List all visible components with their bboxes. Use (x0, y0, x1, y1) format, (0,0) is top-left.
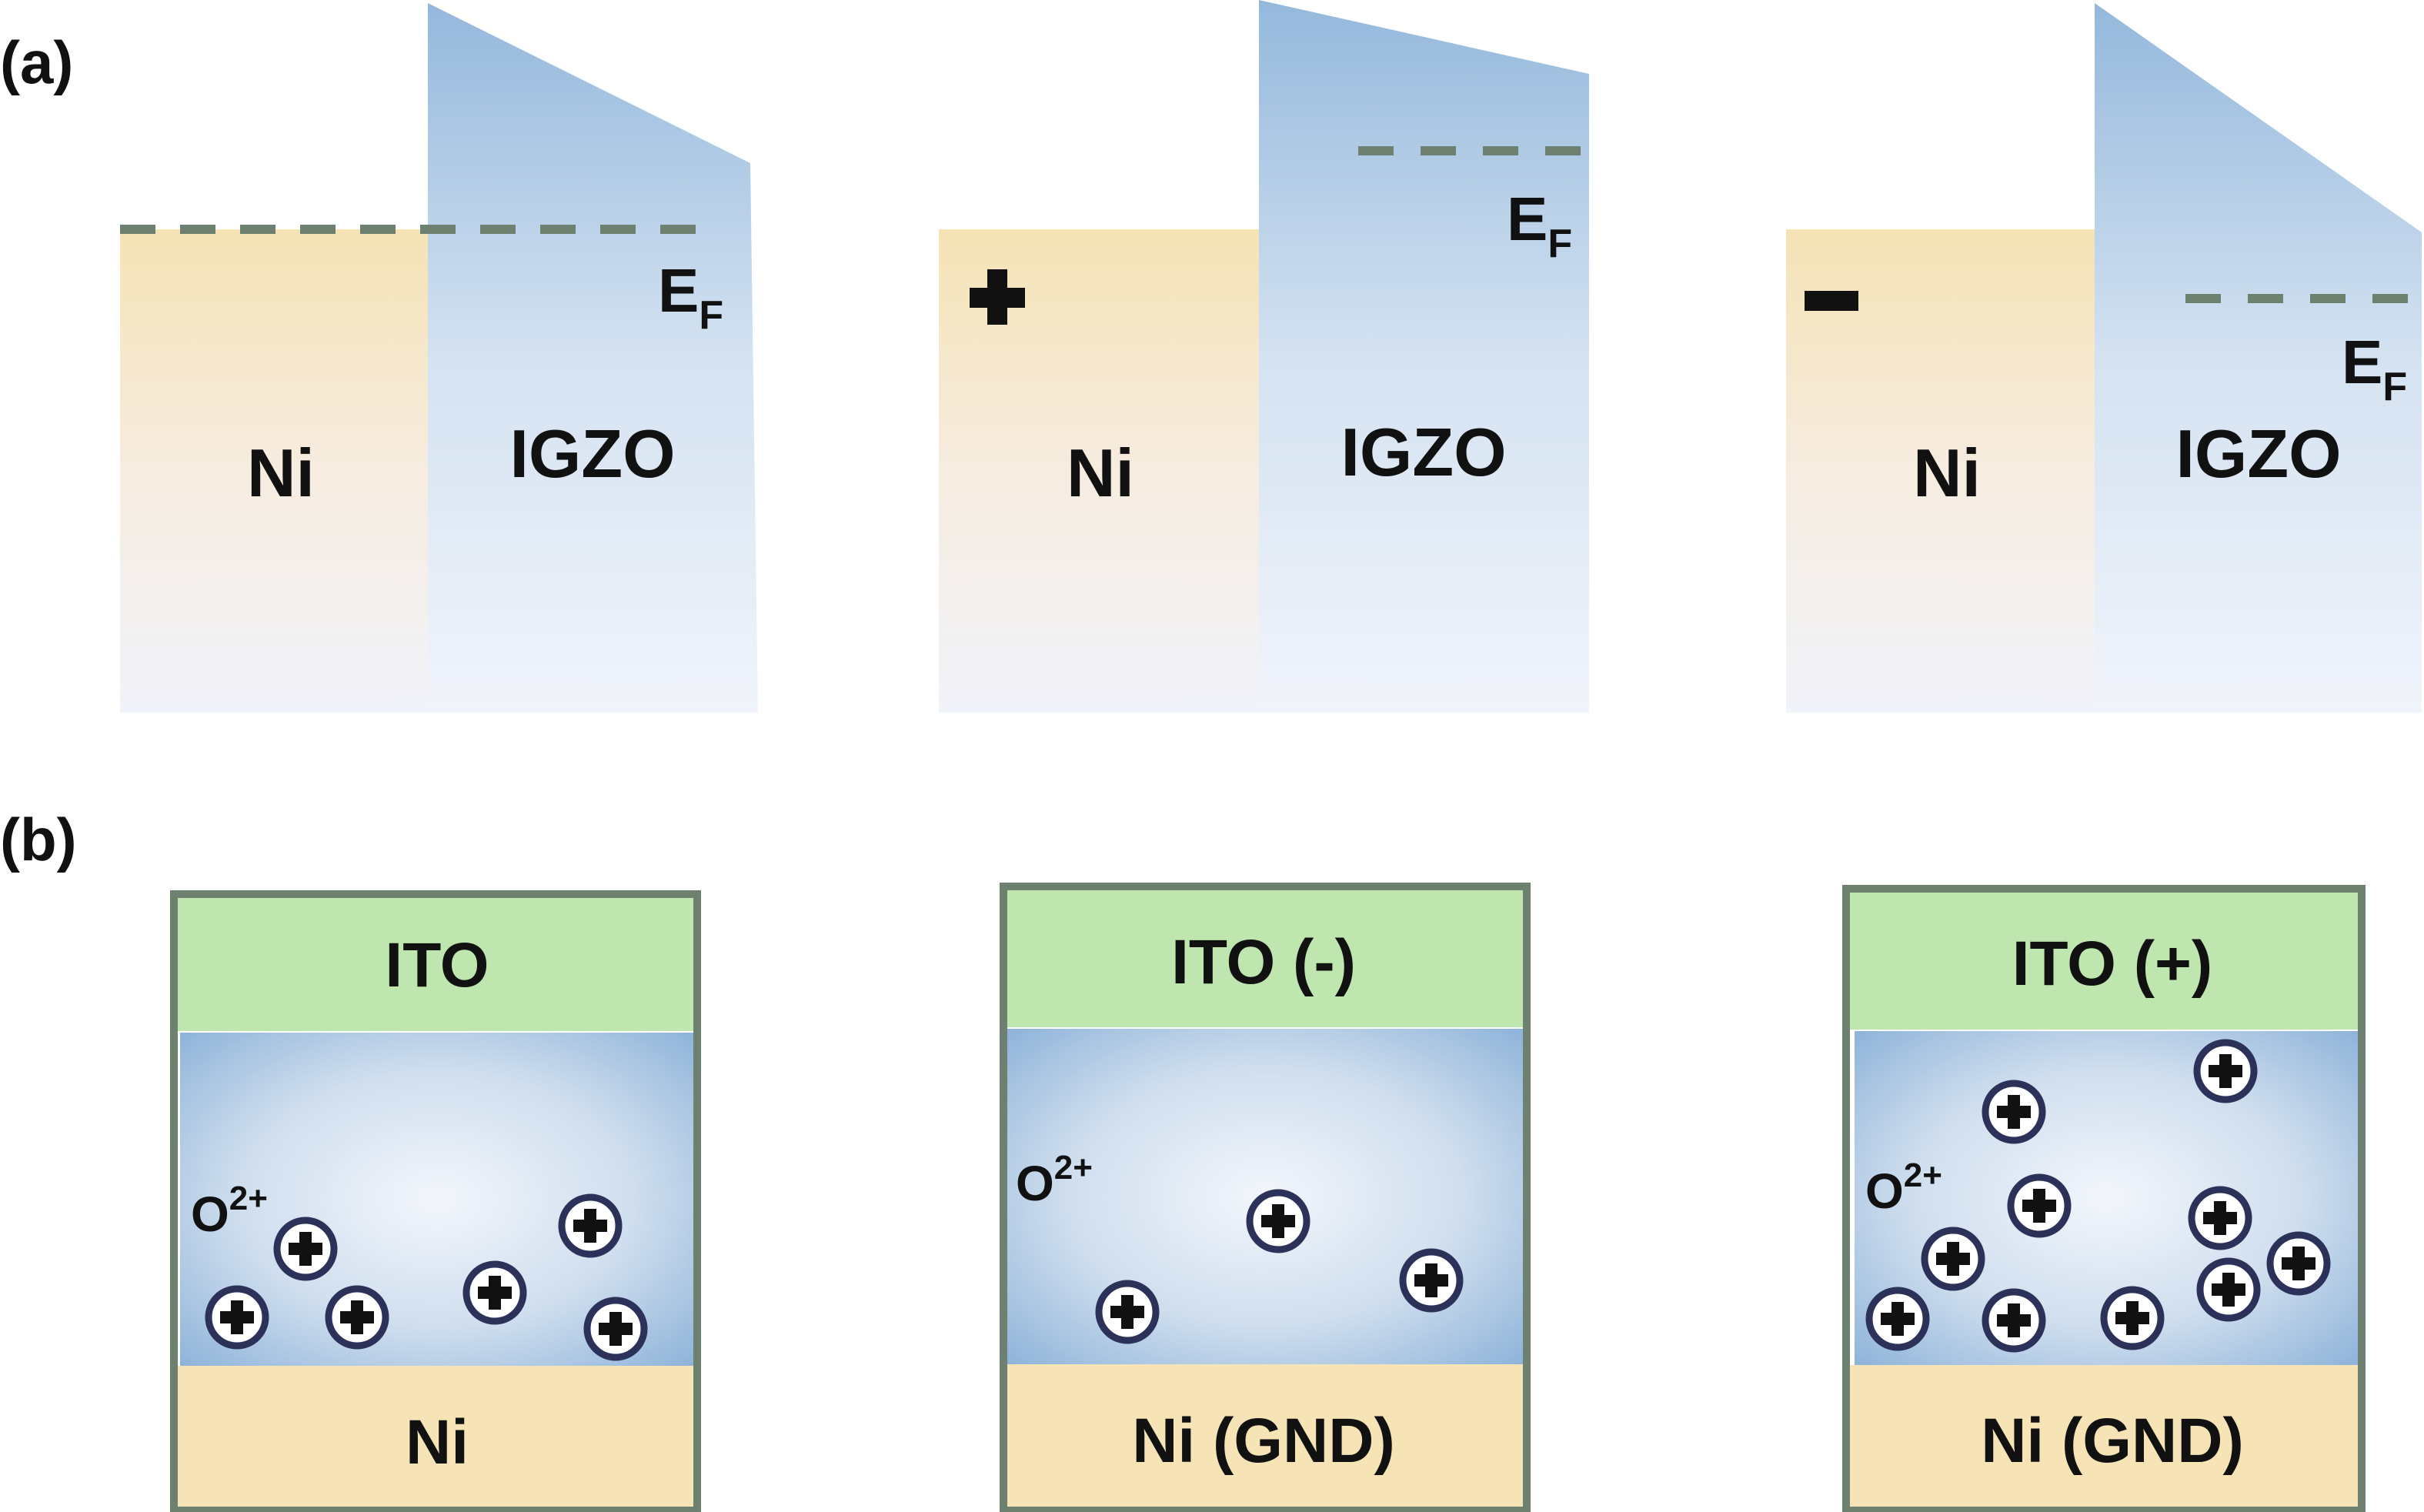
oxygen-ion-icon (2007, 1173, 2072, 1238)
oxygen-ion-icon (1982, 1288, 2046, 1353)
metal-label: Ni (1913, 435, 1981, 511)
device-ito-negative: ITO (-) Ni (GND) O2+ (1000, 883, 1531, 1512)
oxygen-ion-icon (2266, 1231, 2331, 1296)
band-diagram-positive-bias: EF Ni IGZO (939, 0, 1589, 713)
semiconductor-region (2095, 3, 2422, 713)
oxygen-ion-icon (205, 1285, 269, 1350)
oxygen-ion-icon (583, 1297, 648, 1361)
ito-layer (1850, 893, 2358, 1030)
ito-layer (178, 898, 693, 1031)
oxygen-ion-icon (1095, 1280, 1160, 1344)
ito-label: ITO (385, 930, 489, 1000)
ni-layer (178, 1366, 693, 1507)
oxygen-ion-icon (1865, 1287, 1930, 1351)
oxygen-ion-icon (2193, 1039, 2258, 1103)
semiconductor-label: IGZO (509, 416, 675, 492)
ion-group (1095, 1189, 1464, 1344)
semiconductor-region (428, 3, 758, 713)
semiconductor-label: IGZO (1341, 414, 1506, 490)
band-diagram-negative-bias: EF Ni IGZO (1786, 3, 2422, 713)
oxygen-ion-icon (1921, 1227, 1985, 1291)
metal-label: Ni (1067, 435, 1134, 511)
oxygen-ion-icon (558, 1193, 623, 1258)
oxygen-ion-icon (2188, 1186, 2252, 1250)
ion-label: O2+ (1016, 1149, 1093, 1211)
ni-label: Ni (GND) (1981, 1406, 2244, 1476)
fermi-level-label: EF (658, 256, 723, 338)
ion-group (1865, 1039, 2331, 1353)
oxygen-ion-icon (2100, 1286, 2165, 1350)
semiconductor-region (1259, 0, 1589, 713)
device-border (1842, 885, 2366, 1512)
metal-region (120, 229, 428, 713)
oxygen-ion-icon (1399, 1248, 1464, 1313)
minus-sign-icon (1805, 291, 1858, 311)
fermi-level-label: EF (1507, 185, 1572, 266)
ion-label: O2+ (191, 1180, 268, 1242)
oxygen-ion-icon (325, 1285, 389, 1350)
ito-label: ITO (-) (1171, 927, 1356, 997)
panel-label-b: (b) (0, 806, 77, 873)
oxygen-ion-icon (2196, 1257, 2261, 1322)
oxygen-ion-icon (273, 1217, 338, 1281)
band-diagram-equilibrium: EF Ni IGZO (120, 3, 758, 713)
ni-label: Ni (406, 1407, 469, 1477)
semiconductor-label: IGZO (2175, 416, 2341, 492)
device-no-bias: ITO Ni O2+ (170, 890, 701, 1512)
device-border (170, 890, 701, 1512)
oxygen-ion-icon (462, 1260, 527, 1325)
ion-label: O2+ (1865, 1157, 1942, 1219)
fermi-level-label: EF (2342, 328, 2407, 409)
device-ito-positive: ITO (+) Ni (GND) O2+ (1842, 885, 2366, 1512)
ni-layer (1850, 1365, 2358, 1507)
oxygen-ion-icon (1982, 1080, 2046, 1144)
device-border (1000, 883, 1531, 1512)
ion-group (205, 1193, 648, 1361)
plus-sign-icon (970, 269, 1025, 325)
ito-layer (1007, 890, 1523, 1027)
panel-label-a: (a) (0, 28, 73, 96)
ito-label: ITO (+) (2012, 929, 2212, 999)
ni-label: Ni (GND) (1132, 1406, 1395, 1476)
metal-label: Ni (247, 435, 315, 511)
ni-layer (1007, 1364, 1523, 1507)
oxygen-ion-icon (1246, 1189, 1310, 1253)
